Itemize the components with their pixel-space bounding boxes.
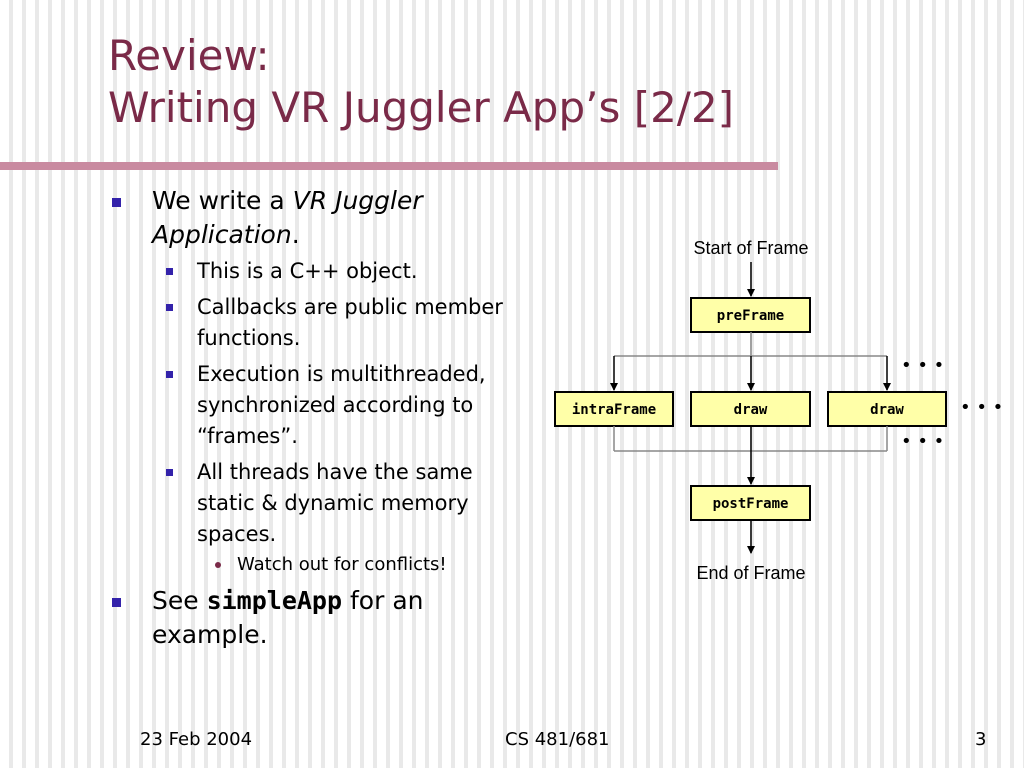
sub-bullet: Callbacks are public member functions. — [112, 292, 532, 354]
bullet-text: See — [152, 586, 207, 615]
frame-flow-diagram: Start of Frame preFrame intraFrame draw … — [554, 238, 1003, 583]
round-bullet-icon — [215, 562, 221, 568]
footer-page-number: 3 — [975, 729, 987, 750]
draw-label-1: draw — [734, 402, 768, 418]
start-of-frame-label: Start of Frame — [693, 238, 808, 258]
square-bullet-icon — [166, 304, 173, 311]
title-line-2: Writing VR Juggler App’s [2/2] — [108, 83, 735, 132]
intraframe-label: intraFrame — [572, 402, 656, 418]
ellipsis-bottom: • • • — [901, 431, 944, 452]
footer-date: 23 Feb 2004 — [140, 729, 253, 750]
ellipsis-top: • • • — [901, 355, 944, 376]
code-simpleapp: simpleApp — [206, 586, 343, 615]
sub-bullet: This is a C++ object. — [112, 256, 532, 287]
square-bullet-icon — [166, 268, 173, 275]
postframe-box — [690, 485, 811, 521]
sub-bullet: Execution is multithreaded, synchronized… — [112, 359, 532, 452]
sub-sub-bullet-text: Watch out for conflicts! — [237, 554, 447, 575]
end-of-frame-label: End of Frame — [696, 563, 805, 583]
ellipsis-middle: • • • — [960, 397, 1003, 418]
bullet-emphasis: VR Juggler Application — [152, 186, 423, 249]
square-bullet-icon — [112, 598, 121, 607]
sub-bullet-text: This is a C++ object. — [197, 259, 418, 283]
sub-bullet-text: Callbacks are public member functions. — [197, 295, 503, 350]
footer-course: CS 481/681 — [505, 729, 610, 750]
intraframe-box — [554, 391, 674, 427]
bullet-text: We write a — [152, 186, 293, 215]
draw-label-2: draw — [870, 402, 904, 418]
draw-box-1 — [690, 391, 811, 427]
postframe-label: postFrame — [713, 496, 789, 512]
preframe-box — [690, 297, 811, 333]
square-bullet-icon — [166, 469, 173, 476]
bullet-example: See simpleApp for an example. — [112, 584, 532, 652]
sub-bullet-text: All threads have the same static & dynam… — [197, 460, 473, 546]
preframe-label: preFrame — [717, 308, 784, 324]
title-line-1: Review: — [108, 31, 270, 80]
square-bullet-icon — [112, 198, 121, 207]
sub-bullet-text: Execution is multithreaded, synchronized… — [197, 362, 486, 448]
sub-sub-bullet: Watch out for conflicts! — [107, 552, 532, 578]
sub-bullet: All threads have the same static & dynam… — [112, 457, 532, 550]
title-rule — [0, 162, 778, 170]
bullet-text: for an example. — [152, 586, 424, 649]
bullet-application: We write a VR Juggler Application. — [112, 184, 532, 252]
bullet-text: . — [291, 220, 300, 249]
draw-box-2 — [827, 391, 947, 427]
square-bullet-icon — [166, 371, 173, 378]
bullet-list: We write a VR Juggler Application. This … — [112, 184, 532, 656]
slide-title: Review: Writing VR Juggler App’s [2/2] — [108, 30, 734, 134]
